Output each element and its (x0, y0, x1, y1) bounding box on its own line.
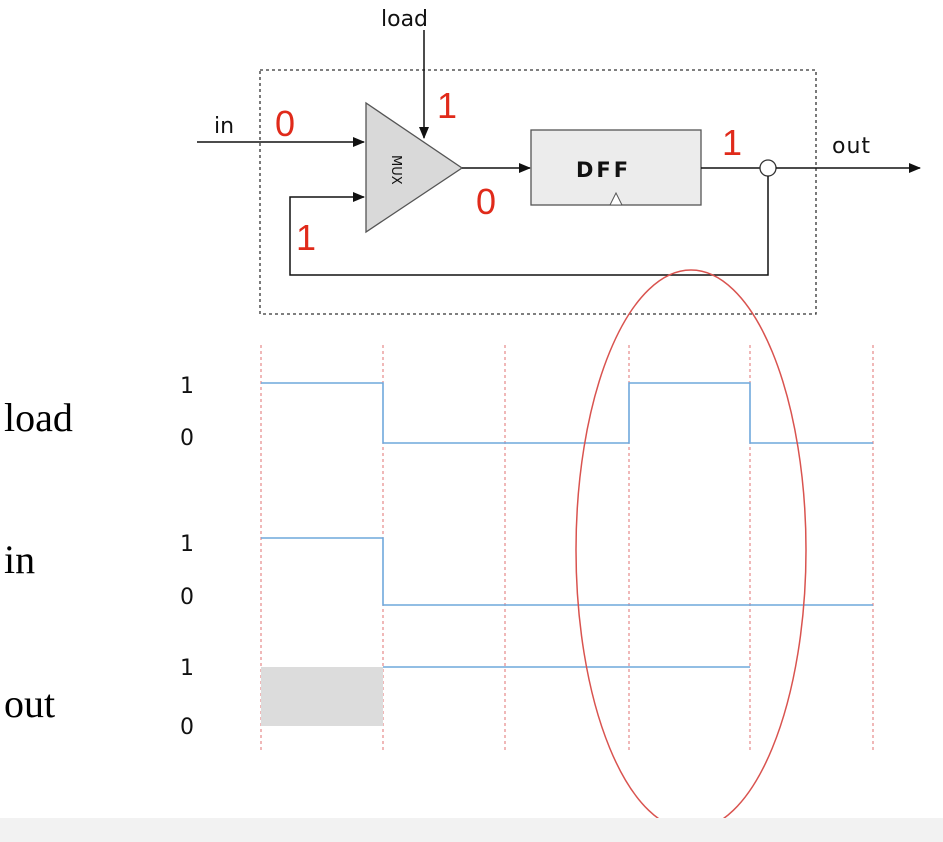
out-low-label: 0 (180, 715, 194, 740)
in-value-annotation: 0 (275, 103, 295, 144)
out-high-label: 1 (180, 656, 194, 681)
load-input-label: load (381, 7, 428, 32)
signal-name-load: load (4, 395, 73, 440)
signal-name-out: out (4, 681, 55, 726)
signal-name-in: in (4, 537, 35, 582)
feedback-wire (289, 176, 769, 276)
load-low-label: 0 (180, 426, 194, 451)
mux-out-value-annotation: 0 (476, 181, 496, 222)
circuit-diagram: in load MUX DFF out 0 1 1 0 1 (197, 7, 921, 315)
bottom-strip (0, 818, 943, 842)
load-waveform (261, 382, 873, 444)
in-waveform (261, 537, 873, 606)
chip-boundary (259, 69, 817, 315)
timing-diagram: load in out 1 0 1 0 1 0 (4, 269, 874, 831)
in-input-label: in (214, 114, 234, 139)
load-value-annotation: 1 (437, 85, 457, 126)
out-unknown-region (261, 667, 383, 726)
feedback-junction (759, 159, 777, 177)
out-output-label: out (832, 134, 871, 159)
clock-triangle (609, 191, 623, 206)
in-low-label: 0 (180, 585, 194, 610)
dff-label: DFF (576, 158, 631, 182)
load-high-label: 1 (180, 374, 194, 399)
feedback-value-annotation: 1 (296, 217, 316, 258)
waveforms (261, 382, 873, 668)
mux-label: MUX (388, 155, 403, 185)
highlight-ellipse (575, 269, 807, 831)
mux-block (365, 101, 464, 234)
in-high-label: 1 (180, 532, 194, 557)
dff-out-value-annotation: 1 (722, 122, 742, 163)
